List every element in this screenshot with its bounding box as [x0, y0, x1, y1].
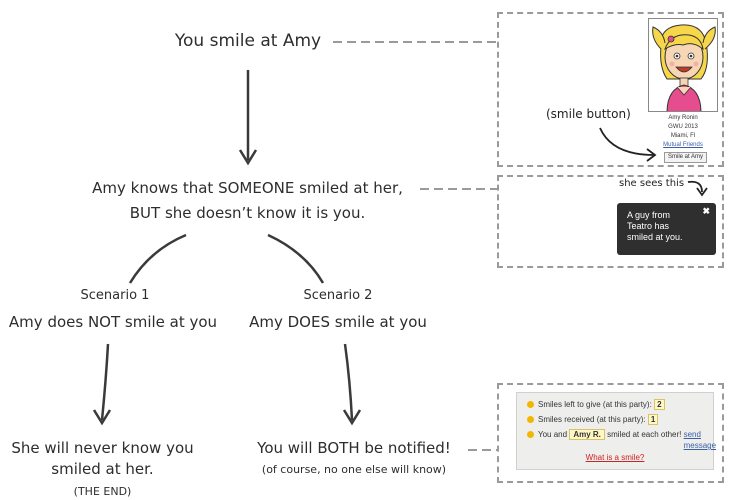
branch-left-curve — [128, 233, 187, 284]
close-icon[interactable]: ✖ — [702, 206, 710, 216]
arrowhead-scenario1 — [92, 409, 112, 426]
amy-cartoon-avatar-icon — [652, 24, 716, 111]
profile-school: GWU 2013 — [668, 124, 698, 130]
mutual-smile-example-box — [497, 383, 724, 483]
what-is-a-smile-link[interactable]: What is a smile? — [585, 453, 645, 462]
smile-notification-popup: ✖ A guy from Teatro has smiled at you. — [617, 203, 716, 255]
outcome1-line2: smiled at her. — [51, 460, 154, 478]
profile-example-box — [497, 12, 724, 167]
smiley-icon — [527, 416, 534, 423]
scenario2-label: Scenario 2 — [303, 288, 373, 303]
smiles-left-row: Smiles left to give (at this party): 2 — [527, 399, 665, 410]
mutual-friends-link-text[interactable]: Mutual Friends — [663, 142, 703, 148]
notification-example-box — [497, 175, 724, 268]
arrowhead-1 — [238, 149, 258, 166]
step-you-smile: You smile at Amy — [174, 31, 322, 51]
notification-message: A guy from Teatro has smiled at you. — [627, 210, 683, 242]
mutual-name-badge: Amy R. — [569, 429, 605, 440]
smiles-received-row: Smiles received (at this party): 1 — [527, 414, 659, 425]
smiley-icon — [527, 431, 534, 438]
smiles-left-count: 2 — [654, 399, 665, 410]
step-amy-knows-line2: BUT she doesn’t know it is you. — [129, 204, 366, 222]
branch-right-curve — [267, 233, 325, 284]
mutual-prefix: You and — [538, 430, 568, 439]
smiles-received-count: 1 — [647, 414, 659, 425]
profile-location: Miami, Fl — [670, 133, 696, 139]
smile-at-amy-button[interactable]: Smile at Amy — [664, 152, 708, 163]
arrow-scenario1-down — [100, 343, 110, 421]
smile-button-pointer-arrow — [599, 127, 655, 156]
smiles-received-label: Smiles received (at this party): — [538, 415, 646, 424]
profile-name: Amy Ronin — [668, 115, 698, 121]
she-sees-this-head — [696, 187, 708, 197]
outcome2-line1: You will BOTH be notified! — [257, 439, 451, 457]
profile-mutual-friends-link[interactable]: Mutual Friends — [645, 141, 721, 150]
smiles-status-panel: Smiles left to give (at this party): 2 S… — [516, 392, 716, 470]
smiley-icon — [527, 401, 534, 408]
outcome2-line2: (of course, no one else will know) — [261, 463, 447, 476]
arrow-scenario2-down — [343, 343, 354, 421]
scenario1-text: Amy does NOT smile at you — [8, 313, 218, 331]
outcome1-the-end: (THE END) — [73, 485, 132, 498]
outcome1-line1: She will never know you — [11, 439, 194, 457]
mutual-suffix: smiled at each other! — [607, 430, 682, 439]
step-amy-knows-line1: Amy knows that SOMEONE smiled at her, — [92, 179, 403, 197]
send-message-link[interactable]: send message — [683, 430, 717, 450]
arrowhead-scenario2 — [342, 409, 362, 426]
she-sees-this-arrow — [687, 180, 703, 193]
smiles-left-label: Smiles left to give (at this party): — [538, 400, 652, 409]
mutual-smile-row: You and Amy R. smiled at each other! sen… — [527, 429, 730, 451]
smile-button-pointer-head — [646, 148, 657, 162]
scenario1-label: Scenario 1 — [80, 288, 150, 303]
profile-photo — [648, 18, 718, 112]
smile-button-annotation: (smile button) — [546, 107, 631, 121]
she-sees-this-annotation: she sees this — [619, 178, 685, 189]
scenario2-text: Amy DOES smile at you — [249, 313, 427, 331]
